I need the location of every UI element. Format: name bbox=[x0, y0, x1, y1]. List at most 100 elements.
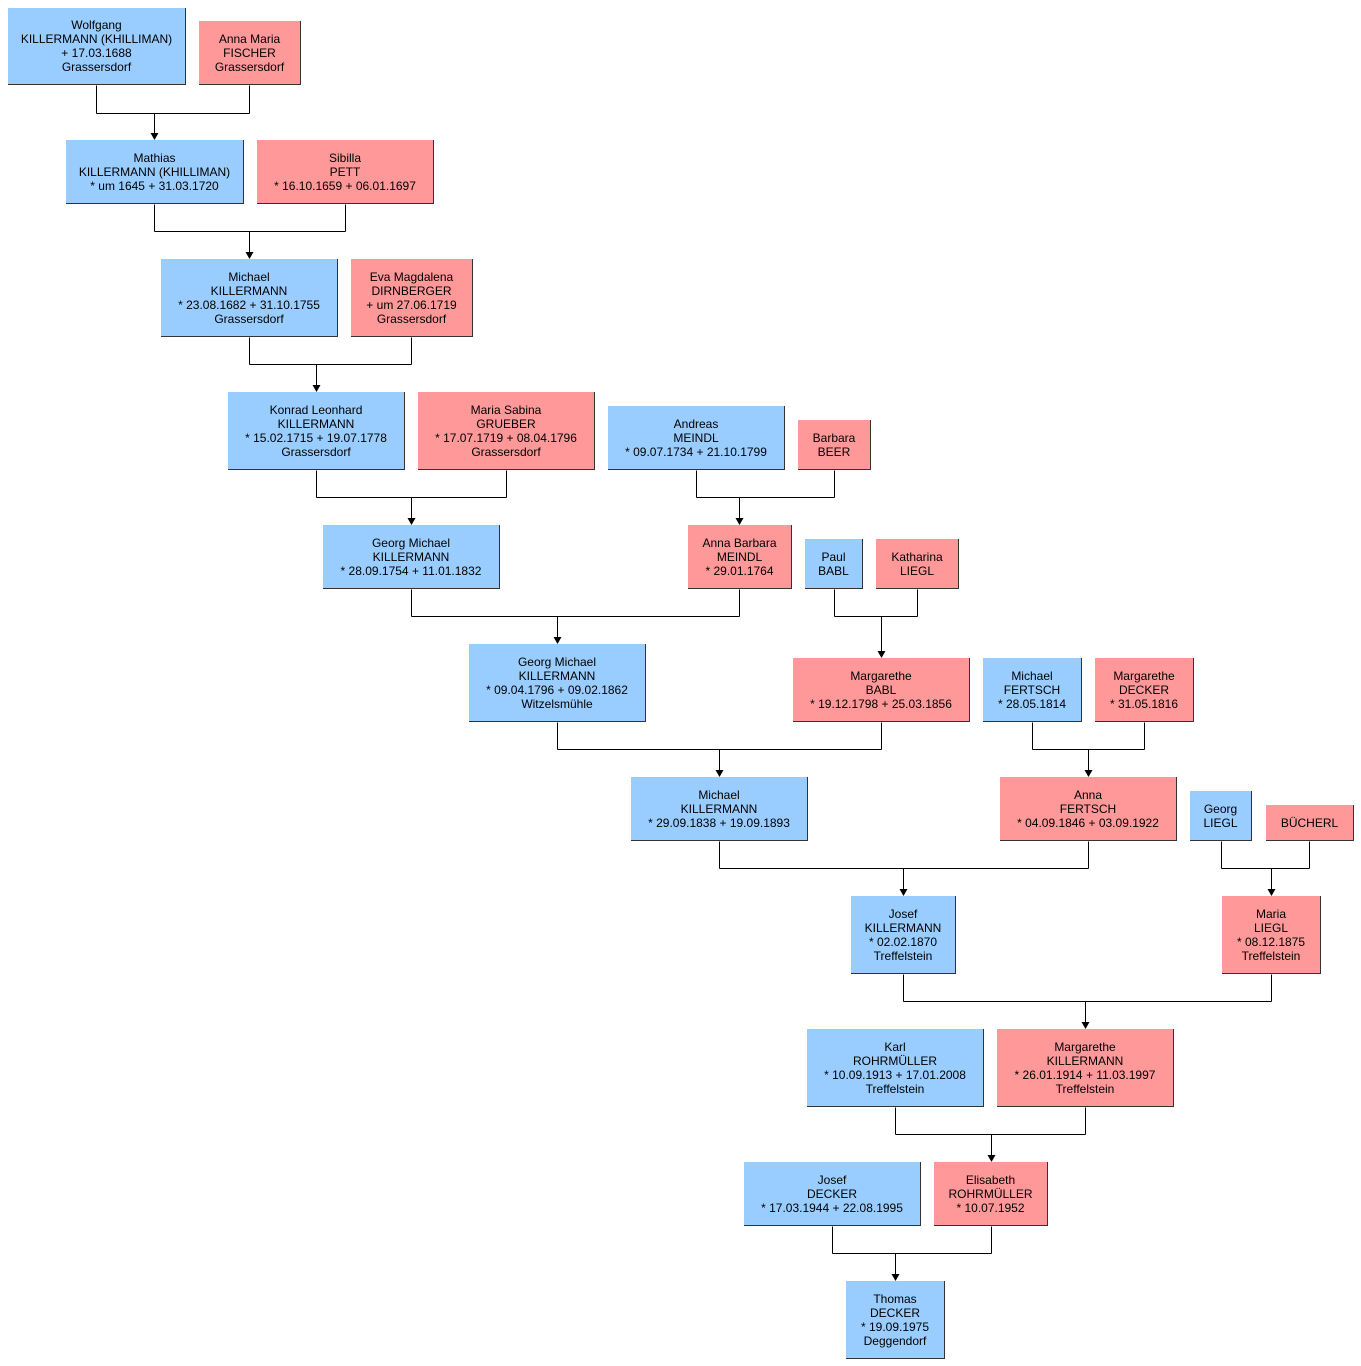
person-line: Eva Magdalena bbox=[369, 269, 454, 284]
person-line: Josef bbox=[817, 1172, 847, 1187]
person-line: DECKER bbox=[806, 1186, 857, 1201]
person-katharina-liegl[interactable]: Katharina LIEGL bbox=[876, 539, 959, 589]
person-line: Anna bbox=[1073, 787, 1103, 802]
person-line: KILLERMANN (KHILLIMAN) bbox=[20, 32, 173, 46]
person-line: LIEGL bbox=[899, 563, 935, 578]
person-line: BEER bbox=[817, 444, 851, 459]
person-mathias-killermann[interactable]: Mathias KILLERMANN (KHILLIMAN) * um 1645… bbox=[66, 140, 244, 204]
person-line: * 28.05.1814 bbox=[997, 696, 1067, 711]
person-margarethe-decker[interactable]: Margarethe DECKER * 31.05.1816 bbox=[1095, 658, 1194, 722]
person-line: Anna Maria bbox=[218, 31, 281, 46]
arrow-head-icon bbox=[987, 1155, 996, 1162]
person-line: KILLERMANN bbox=[372, 549, 450, 564]
person-line: Margarethe bbox=[1113, 668, 1175, 683]
person-line: * 10.07.1952 bbox=[956, 1200, 1025, 1215]
person-line: KILLERMANN bbox=[277, 416, 355, 431]
person-line: Barbara bbox=[812, 430, 856, 445]
person-maria-sabina-grueber[interactable]: Maria Sabina GRUEBER * 17.07.1719 + 08.0… bbox=[418, 392, 595, 470]
person-michael-killermann-1682[interactable]: Michael KILLERMANN * 23.08.1682 + 31.10.… bbox=[161, 259, 338, 337]
person-margarethe-killermann[interactable]: Margarethe KILLERMANN * 26.01.1914 + 11.… bbox=[997, 1029, 1174, 1107]
person-line: * 23.08.1682 + 31.10.1755 bbox=[178, 297, 320, 312]
person-barbara-beer[interactable]: Barbara BEER bbox=[798, 420, 871, 470]
arrow-head-icon bbox=[1081, 1022, 1090, 1029]
person-line: KILLERMANN bbox=[864, 920, 942, 935]
person-line: * 19.12.1798 + 25.03.1856 bbox=[810, 696, 952, 711]
person-line: FISCHER bbox=[223, 45, 276, 60]
person-line: Treffelstein bbox=[1241, 948, 1301, 963]
person-buecherl[interactable]: BÜCHERL bbox=[1266, 805, 1354, 841]
person-line: LIEGL bbox=[1203, 815, 1238, 830]
arrow-head-icon bbox=[715, 770, 724, 777]
person-line: Andreas bbox=[673, 416, 719, 431]
person-line: Sibilla bbox=[328, 150, 361, 165]
person-line: * 15.02.1715 + 19.07.1778 bbox=[245, 430, 387, 445]
person-line: KILLERMANN (KHILLIMAN) bbox=[78, 164, 231, 179]
person-thomas-decker[interactable]: Thomas DECKER * 19.09.1975 Deggendorf bbox=[846, 1281, 945, 1359]
person-line: Thomas bbox=[873, 1291, 917, 1306]
person-anna-fertsch[interactable]: Anna FERTSCH * 04.09.1846 + 03.09.1922 bbox=[1000, 777, 1177, 841]
person-georg-michael-killermann-1796[interactable]: Georg Michael KILLERMANN * 09.04.1796 + … bbox=[469, 644, 646, 722]
person-line: Witzelsmühle bbox=[521, 696, 593, 711]
person-line: Grassersdorf bbox=[61, 60, 132, 74]
person-anna-maria-fischer[interactable]: Anna Maria FISCHER Grassersdorf bbox=[199, 21, 301, 85]
person-line: GRUEBER bbox=[476, 416, 536, 431]
person-michael-killermann-1838[interactable]: Michael KILLERMANN * 29.09.1838 + 19.09.… bbox=[631, 777, 808, 841]
person-line: * 02.02.1870 bbox=[868, 934, 938, 949]
person-wolfgang-killermann[interactable]: Wolfgang KILLERMANN (KHILLIMAN) + 17.03.… bbox=[8, 8, 186, 85]
person-line: * 26.01.1914 + 11.03.1997 bbox=[1014, 1067, 1156, 1082]
person-line: Georg bbox=[1203, 801, 1238, 816]
arrow-head-icon bbox=[407, 518, 416, 525]
person-line: DECKER bbox=[1118, 682, 1169, 697]
person-line: * 10.09.1913 + 17.01.2008 bbox=[824, 1067, 966, 1082]
person-line: Georg Michael bbox=[517, 654, 597, 669]
person-andreas-meindl[interactable]: Andreas MEINDL * 09.07.1734 + 21.10.1799 bbox=[608, 406, 785, 470]
person-line: Paul bbox=[821, 549, 846, 564]
person-line: Anna Barbara bbox=[702, 535, 777, 550]
person-eva-magdalena-dirnberger[interactable]: Eva Magdalena DIRNBERGER + um 27.06.1719… bbox=[351, 259, 473, 337]
person-margarethe-babl[interactable]: Margarethe BABL * 19.12.1798 + 25.03.185… bbox=[793, 658, 970, 722]
person-line: Treffelstein bbox=[873, 948, 933, 963]
person-line: Margarethe bbox=[1054, 1039, 1116, 1054]
person-line: * 29.09.1838 + 19.09.1893 bbox=[648, 815, 790, 830]
person-line: KILLERMANN bbox=[1046, 1053, 1124, 1068]
person-line: Margarethe bbox=[850, 668, 912, 683]
arrow-head-icon bbox=[245, 252, 254, 259]
person-paul-babl[interactable]: Paul BABL bbox=[805, 539, 863, 589]
person-line: KILLERMANN bbox=[518, 668, 596, 683]
person-line: Wolfgang bbox=[71, 18, 122, 32]
person-line: BÜCHERL bbox=[1280, 815, 1339, 830]
person-sibilla-pett[interactable]: Sibilla PETT * 16.10.1659 + 06.01.1697 bbox=[257, 140, 434, 204]
person-line: BABL bbox=[865, 682, 897, 697]
person-josef-killermann[interactable]: Josef KILLERMANN * 02.02.1870 Treffelste… bbox=[851, 896, 956, 974]
person-line: KILLERMANN bbox=[680, 801, 758, 816]
person-line: Grassersdorf bbox=[214, 311, 284, 326]
person-line: * 09.04.1796 + 09.02.1862 bbox=[486, 682, 628, 697]
person-line: * 17.03.1944 + 22.08.1995 bbox=[761, 1200, 903, 1215]
person-josef-decker[interactable]: Josef DECKER * 17.03.1944 + 22.08.1995 bbox=[744, 1162, 921, 1226]
person-georg-liegl[interactable]: Georg LIEGL bbox=[1190, 791, 1252, 841]
person-konrad-leonhard-killermann[interactable]: Konrad Leonhard KILLERMANN * 15.02.1715 … bbox=[228, 392, 405, 470]
person-line: FERTSCH bbox=[1003, 682, 1061, 697]
person-michael-fertsch[interactable]: Michael FERTSCH * 28.05.1814 bbox=[983, 658, 1082, 722]
person-line: * 31.05.1816 bbox=[1109, 696, 1179, 711]
person-line: LIEGL bbox=[1253, 920, 1289, 935]
person-line: Deggendorf bbox=[863, 1333, 927, 1348]
arrow-head-icon bbox=[1084, 770, 1093, 777]
person-line: * 19.09.1975 bbox=[860, 1319, 930, 1334]
person-georg-michael-killermann-1754[interactable]: Georg Michael KILLERMANN * 28.09.1754 + … bbox=[323, 525, 500, 589]
person-elisabeth-rohrmueller[interactable]: Elisabeth ROHRMÜLLER * 10.07.1952 bbox=[934, 1162, 1048, 1226]
person-line: * um 1645 + 31.03.1720 bbox=[90, 178, 219, 193]
person-line: Josef bbox=[888, 906, 918, 921]
person-line: Konrad Leonhard bbox=[269, 402, 363, 417]
arrow-head-icon bbox=[899, 889, 908, 896]
person-maria-liegl[interactable]: Maria LIEGL * 08.12.1875 Treffelstein bbox=[1222, 896, 1321, 974]
person-line: DECKER bbox=[869, 1305, 920, 1320]
person-line: * 28.09.1754 + 11.01.1832 bbox=[340, 563, 482, 578]
person-line: * 29.01.1764 bbox=[705, 563, 774, 578]
person-line: + 17.03.1688 bbox=[61, 46, 132, 60]
person-karl-rohrmueller[interactable]: Karl ROHRMÜLLER * 10.09.1913 + 17.01.200… bbox=[807, 1029, 984, 1107]
person-line: * 16.10.1659 + 06.01.1697 bbox=[274, 178, 416, 193]
person-line: Treffelstein bbox=[1055, 1081, 1115, 1096]
person-anna-barbara-meindl[interactable]: Anna Barbara MEINDL * 29.01.1764 bbox=[688, 525, 792, 589]
